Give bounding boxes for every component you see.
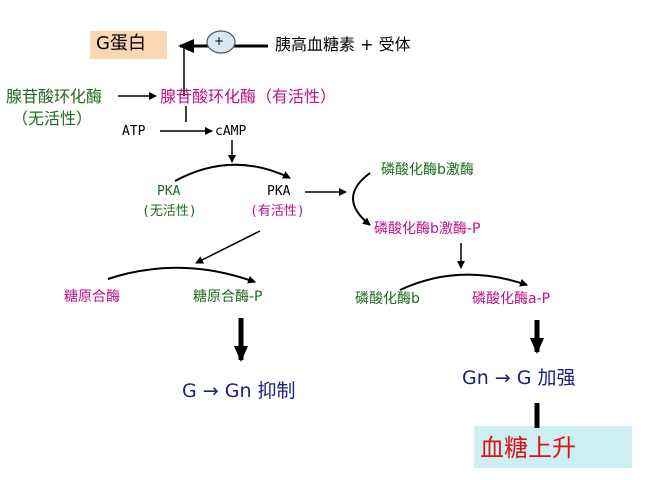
ac-inactive-label: 腺苷酸环化酶 (6, 87, 103, 106)
glycogen-synthase-p-label: 糖原合酶-P (193, 289, 263, 305)
pka-to-gs-arrow (195, 230, 261, 264)
blood-sugar-label: 血糖上升 (480, 434, 576, 462)
ac-inactive-note: （无活性） (12, 109, 93, 128)
camp-label: cAMP (215, 124, 247, 139)
phosphorylase-b-label: 磷酸化酶b (355, 291, 420, 307)
pka-inactive-note: (无活性) (142, 204, 197, 219)
phosphorylase-a-p-label: 磷酸化酶a-P (472, 291, 551, 307)
glycogen-synthase-label: 糖原合酶 (64, 289, 120, 305)
glucagon-receptor-label: 胰高血糖素 + 受体 (275, 35, 411, 54)
pka-active-note: (有活性) (250, 204, 305, 219)
plus-sign: + (214, 34, 225, 48)
pbk-p-label: 磷酸化酶b激酶-P (374, 221, 481, 237)
result-left-label: G → Gn 抑制 (182, 380, 296, 402)
pbk-label: 磷酸化酶b激酶 (381, 162, 474, 178)
phosphorylase-curve (399, 273, 528, 291)
pka-active-label: PKA (267, 184, 291, 199)
g-protein-box (90, 31, 167, 59)
g-protein-label: G蛋白 (96, 33, 146, 54)
blood-sugar-box (474, 426, 632, 468)
atp-label: ATP (122, 124, 146, 139)
ac-active-label: 腺苷酸环化酶（有活性） (160, 87, 337, 106)
plus-circle (206, 30, 236, 54)
result-right-label: Gn → G 加强 (462, 367, 576, 389)
gs-phosphorylation-curve (107, 266, 256, 284)
pka-activation-curve (174, 163, 291, 182)
pka-inactive-label: PKA (157, 184, 181, 199)
pbk-activation-curve (352, 172, 371, 226)
